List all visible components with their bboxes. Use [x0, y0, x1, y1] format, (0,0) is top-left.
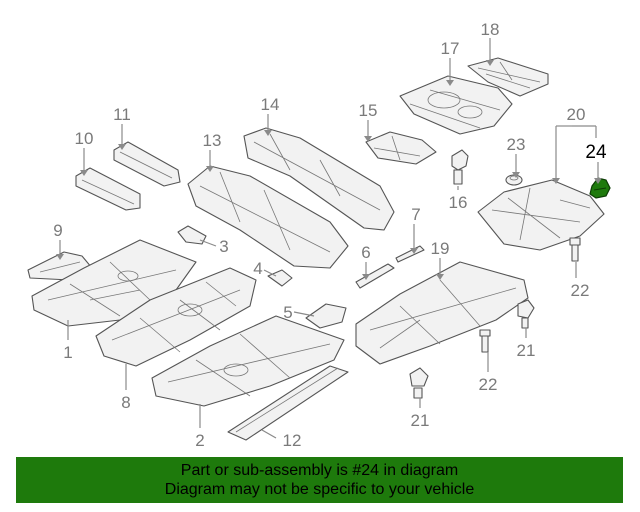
- leader-arrowheads: [56, 60, 602, 280]
- part-3-bracket: [177, 225, 207, 245]
- highlight-banner: Part or sub-assembly is #24 in diagram D…: [16, 457, 623, 503]
- callout-4: 4: [253, 259, 262, 278]
- part-21-clip-bottom: [409, 367, 429, 399]
- callout-15: 15: [359, 101, 378, 120]
- part-17-panel: [399, 75, 513, 135]
- callout-3: 3: [219, 237, 228, 256]
- callout-21-bottom: 21: [411, 411, 430, 430]
- callout-5: 5: [283, 303, 292, 322]
- part-22-bolt-right: [569, 237, 581, 262]
- banner-line-1: Part or sub-assembly is #24 in diagram: [180, 462, 459, 479]
- part-11-member: [113, 141, 181, 187]
- callout-22-right: 22: [571, 281, 590, 300]
- callout-7: 7: [411, 205, 420, 224]
- callout-1: 1: [63, 343, 72, 362]
- part-16-clip: [451, 149, 469, 185]
- part-18-panel: [467, 57, 549, 97]
- callout-19: 19: [431, 239, 450, 258]
- banner-line-2: Diagram may not be specific to your vehi…: [164, 481, 475, 498]
- callout-9: 9: [53, 221, 62, 240]
- part-19-under-cover: [355, 261, 529, 365]
- part-5-bracket: [305, 303, 347, 329]
- part-6-bar: [355, 263, 395, 289]
- part-14-side-member: [243, 127, 395, 231]
- callout-8: 8: [121, 393, 130, 412]
- callout-13: 13: [203, 131, 222, 150]
- part-23-grommet: [505, 174, 523, 186]
- part-13-crossmember: [187, 165, 349, 269]
- callout-11: 11: [113, 105, 131, 124]
- part-7-bar: [395, 245, 425, 263]
- callout-2: 2: [195, 431, 204, 450]
- part-12-sill: [227, 365, 349, 441]
- part-24-clip: [589, 177, 611, 199]
- callout-17: 17: [441, 39, 460, 58]
- part-22-bolt-middle: [479, 329, 491, 353]
- callout-6: 6: [361, 243, 370, 262]
- part-10-member: [75, 167, 141, 211]
- callout-10: 10: [75, 129, 94, 148]
- part-21-clip-right: [517, 299, 535, 329]
- callout-24: 24: [585, 142, 607, 163]
- callout-22-middle: 22: [479, 375, 498, 394]
- part-4-bracket: [267, 269, 293, 287]
- callout-20: 20: [567, 105, 586, 124]
- part-15-bracket: [365, 131, 437, 165]
- leader-lines: [59, 38, 599, 439]
- part-2-floor-panel: [151, 315, 345, 407]
- part-20-rear-floor: [477, 179, 605, 251]
- callout-21-right: 21: [517, 341, 536, 360]
- callout-16: 16: [449, 193, 468, 212]
- callout-23: 23: [507, 135, 526, 154]
- part-8-floor-assembly: [95, 267, 257, 367]
- parts-diagram: 18 17 20 24 23 16 15 14 13 11 10 9 3 4 5…: [27, 20, 611, 450]
- callout-14: 14: [261, 95, 280, 114]
- callout-12: 12: [283, 431, 302, 450]
- callout-18: 18: [481, 20, 500, 39]
